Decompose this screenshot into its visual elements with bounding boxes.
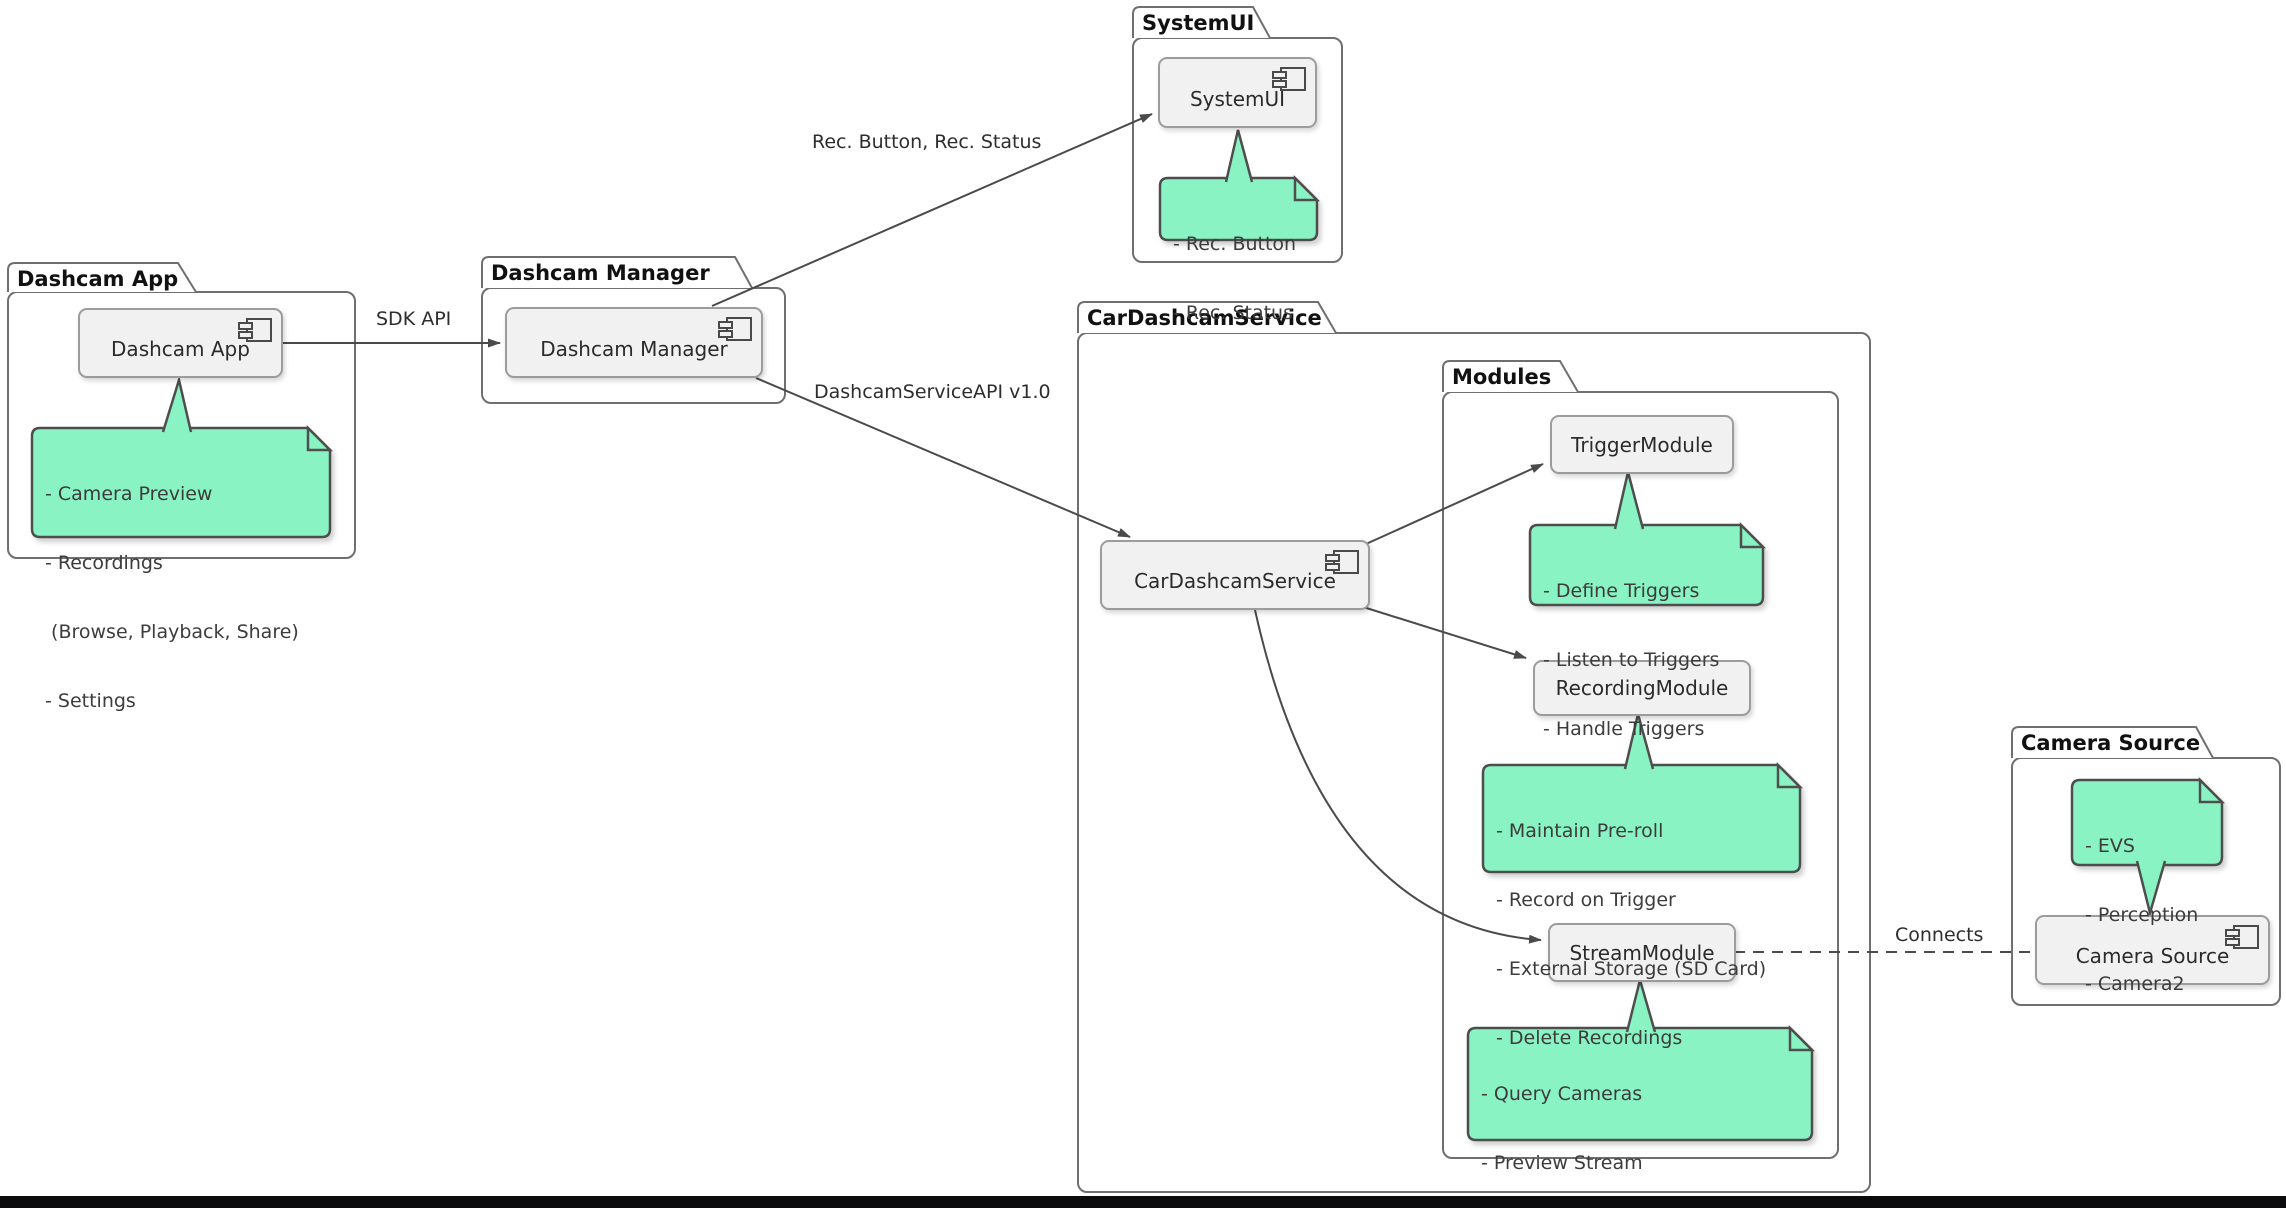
package-car-dashcam-service-tab — [1077, 301, 1337, 334]
component-label: RecordingModule — [1555, 676, 1729, 700]
note-dashcam-app-fold — [306, 424, 334, 452]
component-label: Camera Source — [2075, 944, 2230, 968]
package-modules-body — [1442, 391, 1839, 1159]
note-systemui-shape — [1158, 176, 1319, 242]
note-line: - Delete Recordings — [1496, 1027, 1683, 1049]
bottom-bar — [0, 1196, 2286, 1208]
edge-label-dashcam-service-api: DashcamServiceAPI v1.0 — [814, 381, 1051, 403]
component-dashcam-app: Dashcam App — [78, 308, 283, 378]
component-camera-source: Camera Source — [2035, 915, 2270, 985]
note-trigger-tail — [1613, 471, 1645, 530]
component-systemui: SystemUI — [1158, 57, 1317, 128]
note-line: - Settings — [45, 690, 136, 712]
package-camera-source-tab — [2011, 726, 2214, 759]
note-line: - Camera Preview — [45, 483, 213, 505]
component-label: Dashcam App — [111, 337, 250, 361]
component-label: TriggerModule — [1571, 432, 1713, 457]
note-dashcam-app: - Camera Preview - Recordings (Browse, P… — [32, 428, 330, 712]
edge-label-sdk-api: SDK API — [376, 308, 452, 330]
package-title-dashcam-app: Dashcam App — [17, 267, 179, 291]
component-recording-module: RecordingModule — [1533, 660, 1751, 716]
note-camera-source-tail — [2135, 860, 2167, 918]
edge-dashcam-service-api — [755, 377, 1131, 538]
edges — [283, 113, 2032, 953]
note-line: - External Storage (SD Card) — [1496, 958, 1767, 980]
note-camera-source-shape — [2070, 778, 2224, 867]
note-line: - Define Triggers — [1543, 580, 1700, 602]
note-line: - Handle Triggers — [1543, 718, 1705, 740]
package-title-modules: Modules — [1452, 365, 1552, 389]
note-camera-source-fold — [2198, 776, 2226, 804]
component-stream-module: StreamModule — [1548, 923, 1736, 982]
note-line: (Browse, Playback, Share) — [45, 621, 299, 643]
note-stream-module: - Query Cameras - Preview Stream - Snaps… — [1468, 1028, 1812, 1174]
package-title-car-dashcam-service: CarDashcamService — [1087, 306, 1322, 330]
note-line: - Recordings — [45, 552, 163, 574]
note-systemui-tail — [1224, 129, 1254, 183]
package-title-camera-source: Camera Source — [2021, 731, 2201, 755]
note-recording-module: - Maintain Pre-roll - Record on Trigger … — [1483, 765, 1800, 1049]
note-line: - Listen to Triggers — [1543, 649, 1720, 671]
edge-label-rec-button-status: Rec. Button, Rec. Status — [812, 131, 1042, 153]
note-recording-shape — [1481, 763, 1802, 874]
package-title-systemui: SystemUI — [1142, 11, 1255, 35]
notes — [30, 129, 2226, 1142]
note-dashcam-app-tail — [161, 375, 193, 433]
note-recording-fold — [1776, 761, 1804, 789]
component-icon — [2225, 925, 2259, 949]
note-trigger-shape — [1528, 523, 1765, 607]
edge-service-to-trigger — [1365, 463, 1544, 545]
component-icon — [1325, 550, 1359, 574]
note-line: - Perception — [2085, 904, 2199, 926]
edge-service-to-recording — [1359, 605, 1527, 659]
component-dashcam-manager: Dashcam Manager — [505, 307, 763, 378]
component-icon — [1272, 67, 1306, 91]
note-trigger-module: - Define Triggers - Listen to Triggers -… — [1530, 525, 1763, 740]
component-label: SystemUI — [1189, 86, 1286, 111]
package-dashcam-app-tab — [7, 262, 197, 293]
edge-label-connects: Connects — [1895, 924, 1984, 946]
note-line: - Rec. Button — [1173, 233, 1297, 255]
note-line: - Maintain Pre-roll — [1496, 820, 1664, 842]
note-trigger-fold — [1739, 521, 1767, 549]
package-title-dashcam-manager: Dashcam Manager — [491, 261, 710, 285]
edge-rec-button-status — [711, 113, 1153, 307]
package-car-dashcam-service-body — [1077, 332, 1871, 1193]
component-trigger-module: TriggerModule — [1550, 415, 1734, 474]
note-line: - Record on Trigger — [1496, 889, 1676, 911]
note-line: - EVS — [2085, 835, 2135, 857]
note-camera-source: - EVS - Perception - Camera2 — [2072, 780, 2222, 995]
note-systemui: - Rec. Button - Rec. Status — [1160, 178, 1317, 324]
component-label: Dashcam Manager — [540, 336, 728, 361]
component-label: StreamModule — [1569, 940, 1715, 965]
note-stream-shape — [1466, 1026, 1814, 1142]
note-line: - Camera2 — [2085, 973, 2185, 995]
edge-service-to-stream — [1254, 609, 1542, 944]
component-label: CarDashcamService — [1134, 569, 1336, 593]
note-stream-fold — [1788, 1024, 1816, 1052]
note-systemui-fold — [1293, 174, 1321, 202]
component-icon — [238, 318, 272, 342]
package-modules-tab — [1442, 360, 1579, 393]
note-line: - Query Cameras — [1481, 1083, 1643, 1105]
package-outlines — [7, 6, 2281, 1193]
note-dashcam-app-shape — [30, 426, 332, 539]
note-line: - Rec. Status — [1173, 302, 1294, 324]
note-line: - Preview Stream — [1481, 1152, 1643, 1174]
component-icon — [718, 317, 752, 341]
package-dashcam-manager-tab — [481, 256, 753, 289]
component-car-dashcam-service: CarDashcamService — [1100, 540, 1370, 610]
package-systemui-tab — [1132, 6, 1271, 39]
